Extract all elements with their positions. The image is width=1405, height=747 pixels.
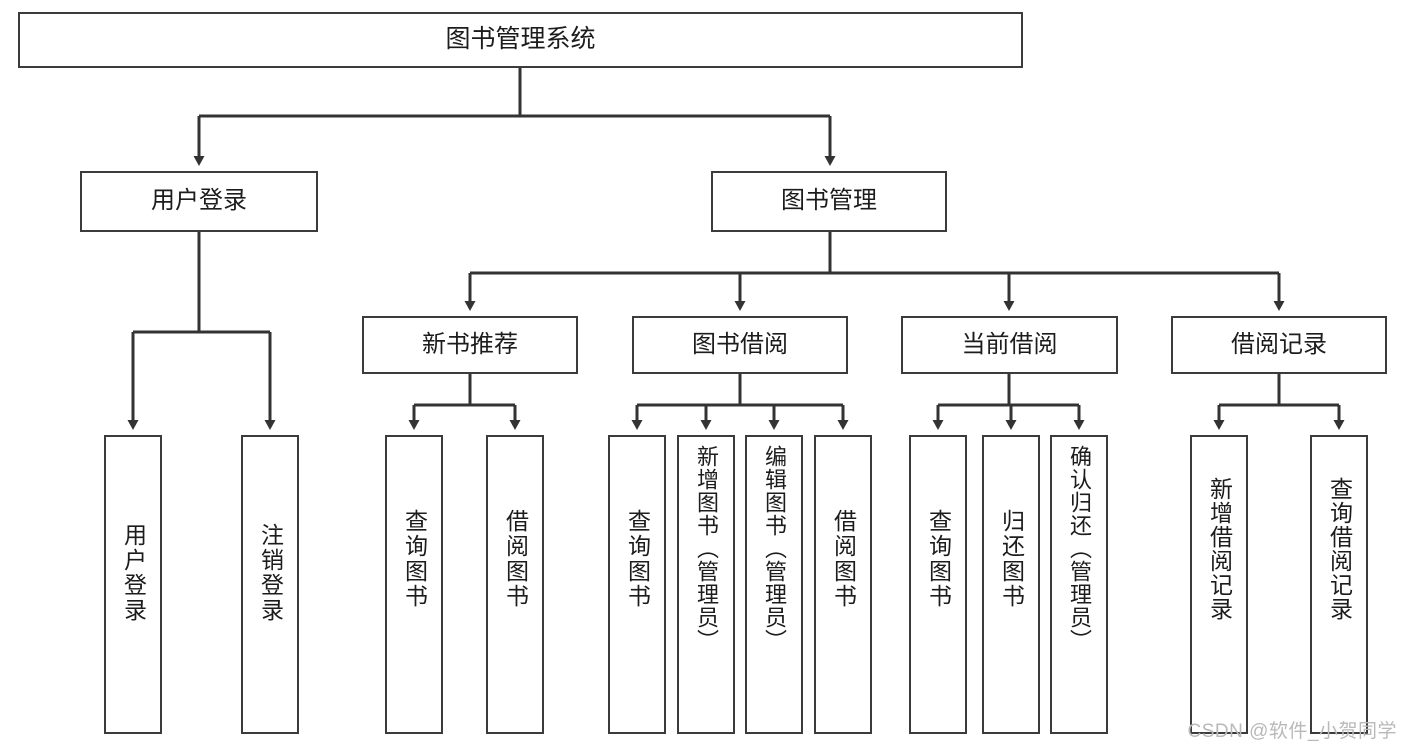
node-leaf-borrow-book-2[interactable]: 借阅图书 — [814, 435, 872, 734]
node-leaf-logout-login[interactable]: 注销登录 — [241, 435, 299, 734]
node-current-borrow[interactable]: 当前借阅 — [901, 316, 1118, 374]
node-leaf-query-book-1-label: 查询图书 — [401, 509, 428, 609]
node-leaf-query-book-2-label: 查询图书 — [624, 509, 651, 609]
node-root-label: 图书管理系统 — [445, 25, 596, 54]
node-leaf-query-book-3[interactable]: 查询图书 — [909, 435, 967, 734]
node-new-book-recommend[interactable]: 新书推荐 — [362, 316, 578, 374]
node-new-book-recommend-label: 新书推荐 — [422, 330, 518, 358]
node-leaf-query-borrow-record[interactable]: 查询借阅记录 — [1310, 435, 1368, 734]
node-current-borrow-label: 当前借阅 — [961, 330, 1058, 358]
node-user-login-label: 用户登录 — [151, 187, 247, 215]
node-leaf-add-borrow-record-label: 新增借阅记录 — [1206, 477, 1233, 621]
node-leaf-edit-book-admin-label: 编辑图书（管理员） — [762, 445, 787, 652]
node-book-manage[interactable]: 图书管理 — [711, 171, 947, 232]
node-leaf-query-book-2[interactable]: 查询图书 — [608, 435, 666, 734]
node-leaf-borrow-book-1-label: 借阅图书 — [502, 509, 529, 609]
node-leaf-edit-book-admin[interactable]: 编辑图书（管理员） — [745, 435, 803, 734]
node-user-login[interactable]: 用户登录 — [80, 171, 318, 232]
node-leaf-return-book-label: 归还图书 — [998, 509, 1025, 609]
node-leaf-confirm-return-admin[interactable]: 确认归还（管理员） — [1050, 435, 1108, 734]
node-leaf-borrow-book-2-label: 借阅图书 — [830, 509, 857, 609]
node-leaf-add-book-admin[interactable]: 新增图书（管理员） — [677, 435, 735, 734]
node-root[interactable]: 图书管理系统 — [18, 12, 1023, 68]
node-leaf-add-borrow-record[interactable]: 新增借阅记录 — [1190, 435, 1248, 734]
node-book-manage-label: 图书管理 — [781, 187, 877, 215]
node-leaf-query-book-1[interactable]: 查询图书 — [385, 435, 443, 734]
node-book-borrow-label: 图书借阅 — [692, 330, 788, 358]
node-leaf-return-book[interactable]: 归还图书 — [982, 435, 1040, 734]
node-borrow-record[interactable]: 借阅记录 — [1171, 316, 1387, 374]
csdn-watermark: CSDN @软件_小贺同学 — [1187, 721, 1397, 742]
node-leaf-user-login[interactable]: 用户登录 — [104, 435, 162, 734]
node-leaf-logout-login-label: 注销登录 — [257, 523, 284, 623]
node-book-borrow[interactable]: 图书借阅 — [632, 316, 848, 374]
node-borrow-record-label: 借阅记录 — [1231, 330, 1327, 358]
node-leaf-query-book-3-label: 查询图书 — [925, 509, 952, 609]
node-leaf-borrow-book-1[interactable]: 借阅图书 — [486, 435, 544, 734]
node-leaf-user-login-label: 用户登录 — [120, 523, 147, 623]
node-leaf-confirm-return-admin-label: 确认归还（管理员） — [1067, 445, 1092, 652]
node-leaf-query-borrow-record-label: 查询借阅记录 — [1326, 477, 1353, 621]
node-leaf-add-book-admin-label: 新增图书（管理员） — [694, 445, 719, 652]
